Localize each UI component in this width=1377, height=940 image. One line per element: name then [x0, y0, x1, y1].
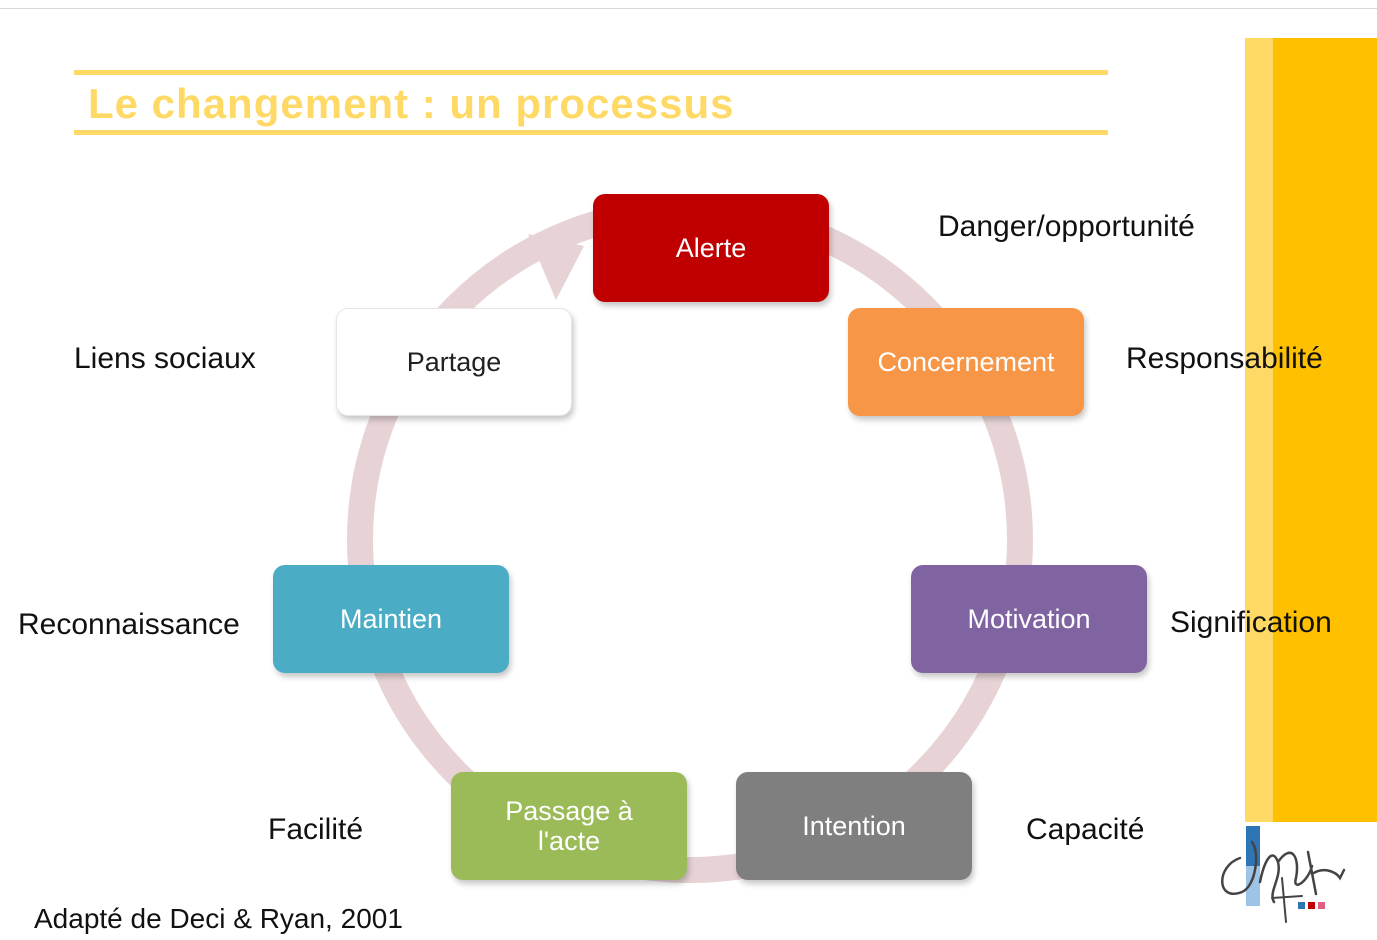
side-band [1273, 38, 1377, 940]
step-partage: Partage [336, 308, 572, 416]
outcome-responsabilite: Responsabilité [1126, 342, 1323, 375]
step-motivation: Motivation [911, 565, 1147, 673]
step-maintien-label: Maintien [339, 604, 443, 634]
side-band-light [1245, 38, 1273, 940]
title-rule-top [74, 70, 1108, 75]
institution-logo-icon [1212, 822, 1377, 940]
step-concernement: Concernement [848, 308, 1084, 416]
outcome-signification: Signification [1170, 606, 1332, 639]
outcome-reconnaissance: Reconnaissance [18, 608, 240, 641]
step-intention-label: Intention [802, 811, 906, 841]
step-maintien: Maintien [273, 565, 509, 673]
step-alerte-label: Alerte [675, 233, 747, 263]
outcome-danger-opportunite: Danger/opportunité [938, 210, 1195, 243]
source-citation: Adapté de Deci & Ryan, 2001 [34, 903, 403, 934]
slide-title: Le changement : un processus [88, 80, 735, 127]
step-passage-a-l-acte: Passage à l'acte [451, 772, 687, 880]
step-passage-label: Passage à l'acte [505, 796, 633, 856]
step-intention: Intention [736, 772, 972, 880]
step-motivation-label: Motivation [967, 604, 1091, 634]
step-partage-label: Partage [406, 347, 502, 377]
step-concernement-label: Concernement [877, 347, 1055, 377]
cycle-arrowhead [528, 234, 584, 300]
outcome-liens-sociaux: Liens sociaux [74, 342, 256, 375]
title-rule-bottom [74, 130, 1108, 135]
step-alerte: Alerte [593, 194, 829, 302]
outcome-capacite: Capacité [1026, 813, 1145, 846]
top-divider [0, 8, 1377, 9]
outcome-facilite: Facilité [268, 813, 364, 846]
